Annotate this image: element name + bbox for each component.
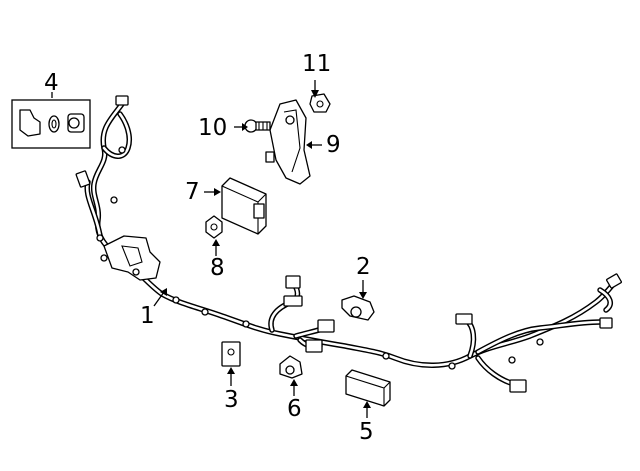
callout-9: 9 bbox=[326, 132, 341, 158]
callout-1: 1 bbox=[140, 303, 155, 329]
harness-bracket bbox=[100, 235, 161, 281]
callout-4: 4 bbox=[44, 70, 59, 96]
callout-5: 5 bbox=[359, 419, 374, 445]
harness-connectors bbox=[75, 95, 622, 393]
callout-6: 6 bbox=[287, 396, 302, 422]
fastener-kit-box bbox=[11, 99, 91, 149]
callout-10: 10 bbox=[198, 115, 228, 141]
callout-7: 7 bbox=[185, 179, 200, 205]
hex-nut bbox=[205, 215, 223, 239]
clip-nut bbox=[309, 93, 331, 113]
sensor-module bbox=[345, 369, 391, 407]
wiring-harness bbox=[84, 101, 618, 387]
sensor-bracket bbox=[265, 99, 311, 185]
parking-sensor bbox=[341, 295, 375, 321]
mounting-clip bbox=[221, 341, 241, 367]
callout-11: 11 bbox=[302, 51, 332, 77]
bolt bbox=[244, 119, 271, 133]
callout-2: 2 bbox=[356, 254, 371, 280]
control-module bbox=[221, 177, 267, 235]
leader-lines bbox=[51, 80, 371, 418]
callout-8: 8 bbox=[210, 255, 225, 281]
callout-3: 3 bbox=[224, 387, 239, 413]
sensor-holder bbox=[279, 355, 303, 379]
